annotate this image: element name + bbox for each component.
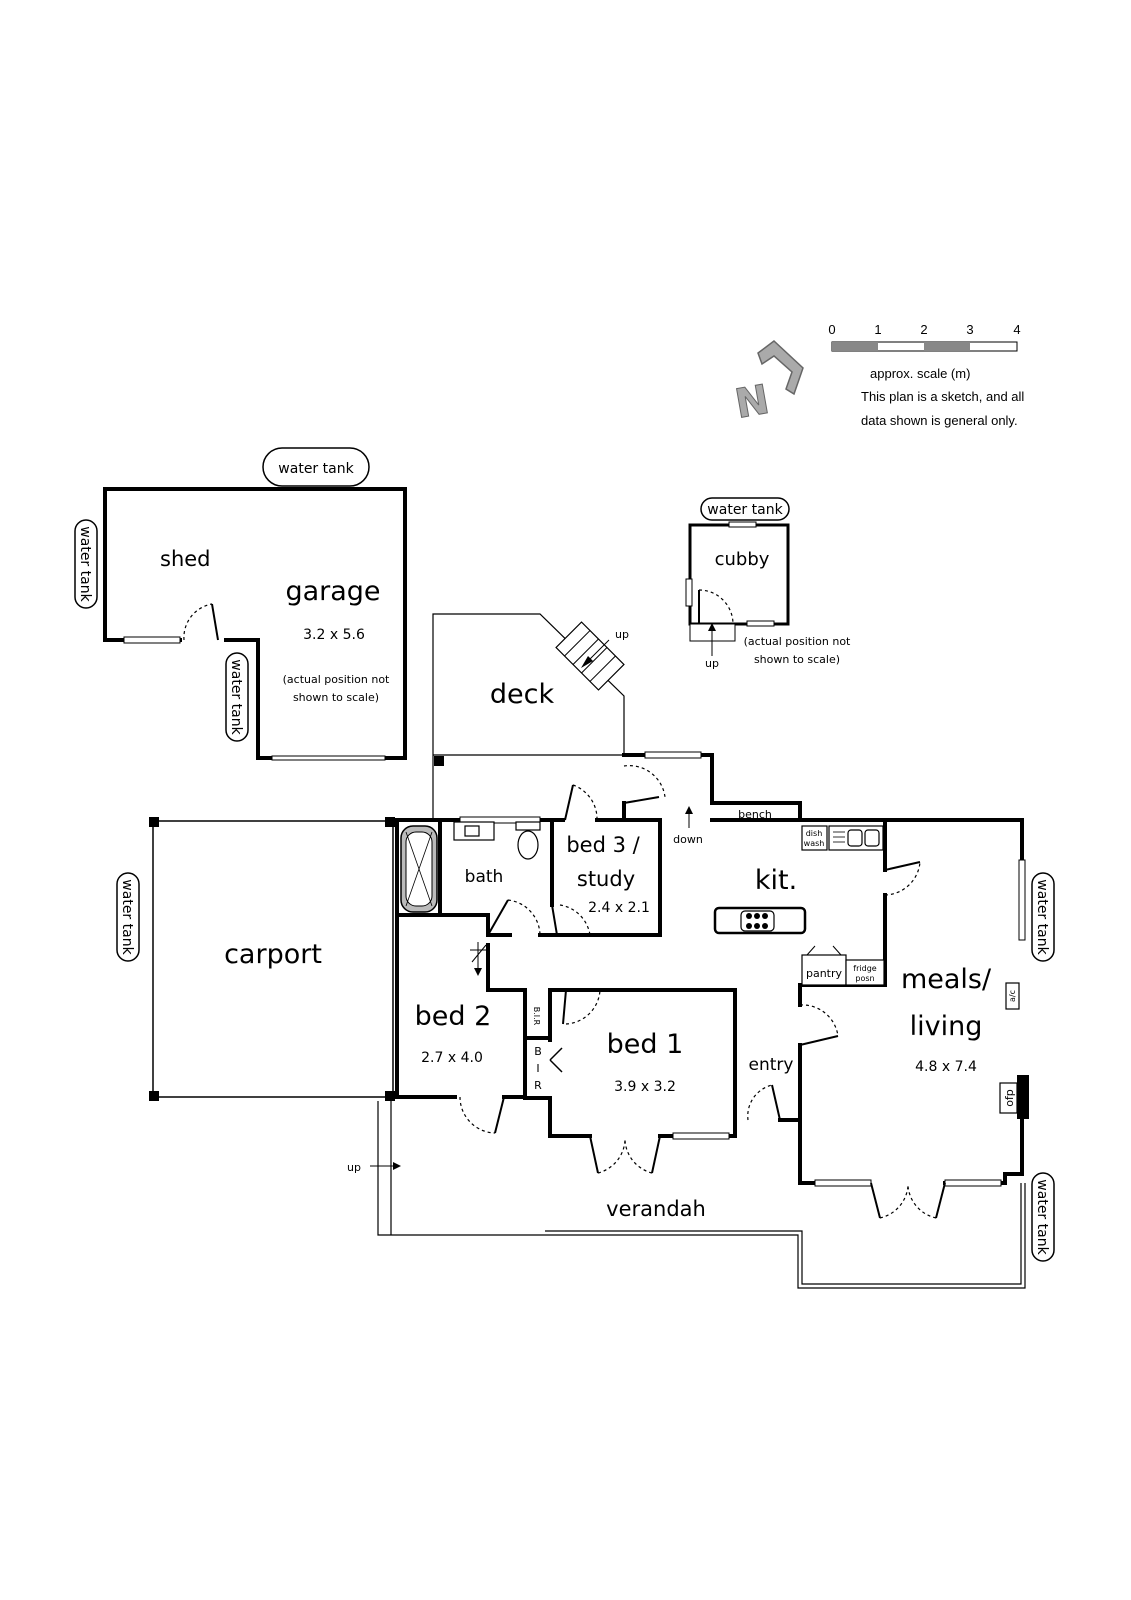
pantry-label: pantry <box>806 967 843 980</box>
water-tank-cubby: water tank <box>700 497 790 521</box>
carport-label: carport <box>224 939 322 970</box>
water-tank-label: water tank <box>707 502 783 518</box>
bir-upper-label: B.I.R <box>532 1007 541 1026</box>
bed2-dims: 2.7 x 4.0 <box>421 1050 483 1066</box>
deck-area <box>432 613 625 822</box>
doors <box>459 765 946 1219</box>
water-tank-garage-top: water tank <box>262 447 370 487</box>
ofp-label: ofp <box>1003 1089 1016 1107</box>
meals-label-line2: living <box>910 1011 983 1042</box>
deck-up-label: up <box>615 628 629 641</box>
cubby-up-label: up <box>705 657 719 670</box>
meals-label-line1: meals/ <box>901 964 992 995</box>
garage-label: garage <box>285 576 380 607</box>
dishwasher-icon: dish wash <box>801 825 828 851</box>
dishwash-line1: dish <box>806 829 823 838</box>
scale-tick-2: 2 <box>920 322 927 337</box>
disclaimer-line2: data shown is general only. <box>861 413 1018 428</box>
water-tank-label: water tank <box>77 526 93 602</box>
water-tank-label: water tank <box>228 659 244 735</box>
deck-label: deck <box>490 679 555 710</box>
down-label: down <box>673 833 703 846</box>
verandah-up-label: up <box>347 1161 361 1174</box>
garage-note-line2: shown to scale) <box>293 691 379 704</box>
scale-bar: 0 1 2 3 4 approx. scale (m) This plan is… <box>828 322 1024 428</box>
bed1-label: bed 1 <box>607 1029 684 1060</box>
ac-unit-icon: a/c <box>1005 982 1020 1010</box>
fridge-line2: posn <box>855 974 874 983</box>
bir-lower-i: I <box>536 1062 539 1075</box>
bed3-dims: 2.4 x 2.1 <box>588 900 650 916</box>
cubby-building <box>685 521 790 656</box>
dishwash-line2: wash <box>804 839 825 848</box>
cubby-label: cubby <box>715 549 770 570</box>
water-tank-right-upper: water tank <box>1031 872 1055 962</box>
verandah-area <box>370 1101 1026 1289</box>
ac-label: a/c <box>1008 990 1017 1002</box>
fridge-line1: fridge <box>853 964 876 973</box>
north-arrow-icon: N <box>731 340 804 428</box>
bed2-label: bed 2 <box>415 1001 492 1032</box>
water-tank-label: water tank <box>1034 1179 1050 1255</box>
bed3-label-line1: bed 3 / <box>566 833 640 857</box>
fridge-box: fridge posn <box>845 959 885 986</box>
garage-note-line1: (actual position not <box>283 673 390 686</box>
garage-building <box>103 487 407 761</box>
bath-label: bath <box>465 867 504 887</box>
bathtub-icon <box>400 825 438 913</box>
water-tank-label: water tank <box>119 879 135 955</box>
meals-dims: 4.8 x 7.4 <box>915 1059 977 1075</box>
toilet-icon <box>515 821 541 860</box>
scale-caption: approx. scale (m) <box>870 366 970 381</box>
water-tank-label: water tank <box>278 461 354 477</box>
down-arrow-icon <box>685 806 693 828</box>
kitchen-label: kit. <box>755 865 797 896</box>
north-letter: N <box>732 377 773 428</box>
cubby-note-line2: shown to scale) <box>754 653 840 666</box>
bed1-dims: 3.9 x 3.2 <box>614 1079 676 1095</box>
fireplace-icon: ofp <box>999 1075 1029 1119</box>
shed-label: shed <box>160 547 211 571</box>
scale-tick-3: 3 <box>966 322 973 337</box>
disclaimer-line1: This plan is a sketch, and all <box>861 389 1024 404</box>
garage-dims: 3.2 x 5.6 <box>303 627 365 643</box>
scale-tick-4: 4 <box>1013 322 1020 337</box>
island-cooktop-icon <box>713 906 807 935</box>
bir-lower-r: R <box>534 1079 542 1092</box>
bed3-label-line2: study <box>577 867 635 891</box>
bench-label: bench <box>738 808 772 821</box>
sink-icon <box>828 825 884 851</box>
water-tank-right-lower: water tank <box>1031 1172 1055 1262</box>
house-walls <box>393 753 1024 1185</box>
water-tank-carport: water tank <box>116 872 140 962</box>
cubby-note-line1: (actual position not <box>744 635 851 648</box>
pantry-box: pantry <box>801 945 847 986</box>
bir-lower-b: B <box>534 1045 542 1058</box>
scale-tick-0: 0 <box>828 322 835 337</box>
water-tank-label: water tank <box>1034 879 1050 955</box>
verandah-label: verandah <box>606 1197 706 1221</box>
water-tank-garage-door: water tank <box>225 652 249 742</box>
vanity-icon <box>453 821 495 841</box>
water-tank-garage-left: water tank <box>74 519 98 609</box>
carport-area <box>149 817 395 1101</box>
scale-tick-1: 1 <box>874 322 881 337</box>
linen-arrow-icon <box>470 942 487 976</box>
entry-label: entry <box>749 1055 794 1075</box>
